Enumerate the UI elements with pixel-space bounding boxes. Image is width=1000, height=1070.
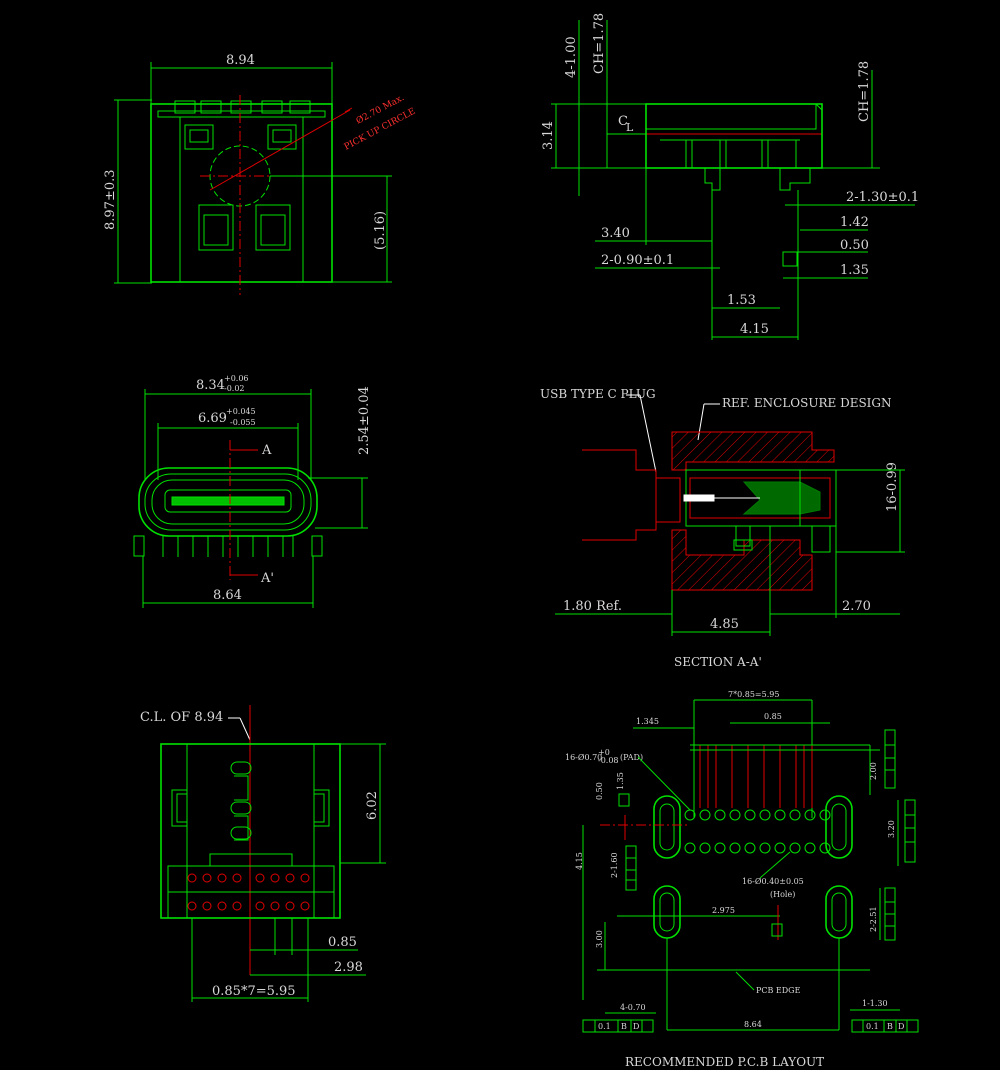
pcb-pad-label: 16-Ø0.70: [565, 753, 602, 762]
section-dim-270: 2.70: [842, 599, 871, 614]
side-dim-153: 1.53: [727, 293, 756, 308]
pcb-dim-135: 1.35: [616, 772, 625, 790]
front-view: 8.34 +0.06 -0.02 6.69 +0.045 -0.055 2.54…: [133, 374, 372, 608]
dim-top-width: 8.94: [226, 53, 255, 68]
svg-text:D: D: [898, 1022, 904, 1031]
top-view: 8.94 8.97±0.3 Ø2.70 Max. PICK UP CIRCL: [103, 53, 417, 295]
section-title: SECTION A-A': [674, 655, 762, 669]
section-dim-180: 1.80 Ref.: [563, 599, 622, 614]
front-foot-width: 8.64: [213, 588, 242, 603]
side-dim-ch1: CH=1.78: [592, 13, 607, 74]
pcb-title: RECOMMENDED P.C.B LAYOUT: [625, 1055, 824, 1069]
bottom-pads: [187, 873, 310, 911]
side-dim-ch2: CH=1.78: [857, 61, 872, 122]
section-plug-label: USB TYPE C PLUG: [540, 387, 656, 401]
svg-text:D: D: [633, 1022, 639, 1031]
bottom-dim-595: 0.85*7=5.95: [212, 984, 296, 999]
section-dim-485: 4.85: [710, 617, 739, 632]
side-cl: C: [618, 114, 628, 129]
pcb-dim-470: 4-0.70: [620, 1003, 646, 1012]
bottom-height: 6.02: [365, 791, 380, 820]
svg-text:B: B: [621, 1022, 627, 1031]
front-width-outer-tol-minus: -0.02: [224, 384, 245, 393]
svg-text:0.1: 0.1: [866, 1022, 879, 1031]
pcb-dim-251: 2-2.51: [869, 906, 878, 932]
section-marker-a-prime: A': [260, 571, 274, 586]
dim-top-ref: (5.16): [373, 211, 388, 250]
front-width-inner-tol-plus: +0.045: [226, 407, 256, 416]
section-enclosure-label: REF. ENCLOSURE DESIGN: [722, 396, 892, 410]
front-width-inner: 6.69: [198, 411, 227, 426]
pcb-dim-2975: 2.975: [712, 906, 735, 915]
pcb-dim-260: 2-1.60: [610, 852, 619, 878]
fcf-left: 0.1 B D: [582, 1019, 654, 1033]
pcb-dim-130: 1-1.30: [862, 999, 888, 1008]
pcb-hole-sub: (Hole): [770, 890, 795, 899]
side-dim-130: 2-1.30±0.1: [846, 190, 919, 205]
pcb-pad-tol-plus: +0: [598, 748, 610, 757]
section-marker-a: A: [261, 443, 272, 458]
pcb-dim-050: 0.50: [595, 782, 604, 800]
pcb-layout-view: 7*0.85=5.95 1.345 0.85 16-Ø0.70 +0 -0.08…: [565, 690, 919, 1069]
pcb-pad-tol-minus: -0.08: [598, 756, 619, 765]
bottom-dim-298: 2.98: [334, 960, 363, 975]
svg-text:0.1: 0.1: [598, 1022, 611, 1031]
pcb-dim-320: 3.20: [887, 820, 896, 838]
section-dim-099: 16-0.99: [885, 462, 900, 512]
side-dim-142: 1.42: [840, 215, 869, 230]
pcb-dim-1345: 1.345: [636, 717, 659, 726]
fcf-right: 0.1 B D: [851, 1019, 919, 1033]
side-view: 4-1.00 CH=1.78 CH=1.78 3.14 C L 2-1.30±0…: [541, 13, 919, 340]
pcb-pads-row1: [684, 809, 831, 821]
pcb-traces: [699, 745, 813, 808]
pcb-dim-300: 3.00: [595, 930, 604, 948]
side-dim-4x100: 4-1.00: [564, 36, 579, 78]
pcb-pad-suffix: (PAD): [620, 753, 643, 762]
pcb-pads-row2: [684, 842, 831, 854]
pcb-edge-label: PCB EDGE: [756, 986, 801, 995]
side-cl-sub: L: [626, 121, 634, 134]
front-width-inner-tol-minus: -0.055: [230, 418, 256, 427]
bottom-dim-085: 0.85: [328, 935, 357, 950]
pcb-hole-label: 16-Ø0.40±0.05: [742, 877, 804, 886]
side-dim-340: 3.40: [601, 226, 630, 241]
bottom-view: C.L. OF 8.94 6.02: [140, 705, 386, 1002]
pcb-dim-415: 4.15: [575, 852, 584, 870]
side-dim-050: 0.50: [840, 238, 869, 253]
front-pins: [162, 536, 294, 557]
svg-text:B: B: [887, 1022, 893, 1031]
side-dim-height: 3.14: [541, 121, 556, 150]
pcb-dim-595: 7*0.85=5.95: [728, 690, 779, 699]
side-dim-415: 4.15: [740, 322, 769, 337]
side-dim-090: 2-0.90±0.1: [601, 253, 674, 268]
front-width-outer-tol-plus: +0.06: [224, 374, 249, 383]
bottom-cl-label: C.L. OF 8.94: [140, 710, 223, 725]
pcb-dim-200: 2.00: [869, 762, 878, 780]
front-height: 2.54±0.04: [357, 386, 372, 455]
dim-top-height: 8.97±0.3: [103, 169, 118, 230]
pcb-dim-864: 8.64: [744, 1020, 762, 1029]
front-width-outer: 8.34: [196, 378, 225, 393]
pcb-dim-085: 0.85: [764, 712, 782, 721]
section-view: USB TYPE C PLUG REF. ENCLOSURE DESIGN 16…: [540, 387, 905, 669]
side-dim-135: 1.35: [840, 263, 869, 278]
